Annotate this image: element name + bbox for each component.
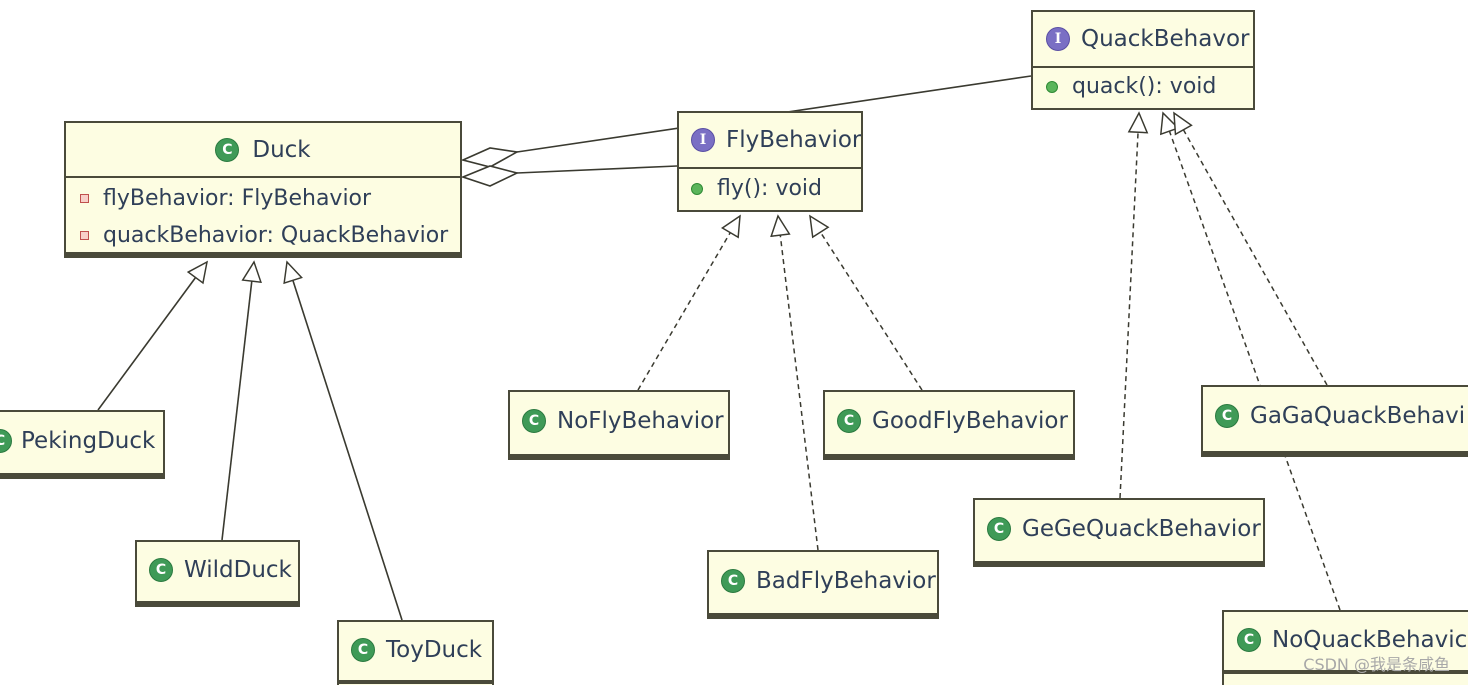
gaga-quack-behavior-header: C GaGaQuackBehavi: [1203, 387, 1468, 445]
good-fly-behavior-class[interactable]: C GoodFlyBehavior: [823, 390, 1075, 460]
bad-fly-behavior-header: C BadFlyBehavior: [709, 552, 937, 609]
fly-behavior-interface[interactable]: I FlyBehavior fly(): void: [677, 111, 863, 212]
fly-aggregation-diamond: [460, 165, 520, 187]
private-field-icon: [80, 231, 89, 240]
no-fly-behavior-name: NoFlyBehavior: [557, 408, 724, 434]
field-quack-behavior: quackBehavior: QuackBehavior: [103, 223, 449, 248]
public-method-icon: [1046, 81, 1058, 93]
duck-header: C Duck: [66, 123, 460, 176]
bad-fly-behavior-name: BadFlyBehavior: [756, 567, 936, 594]
method-quack: quack(): void: [1072, 74, 1217, 99]
divider: [679, 167, 861, 169]
toy-duck-class[interactable]: C ToyDuck: [337, 620, 494, 685]
interface-icon: I: [1046, 27, 1070, 51]
wild-duck-class[interactable]: C WildDuck: [135, 540, 300, 607]
good-fly-behavior-header: C GoodFlyBehavior: [825, 392, 1073, 450]
compartments: [510, 454, 728, 458]
method-row: quack(): void: [1046, 68, 1243, 106]
no-quack-behavior-header: C NoQuackBehavic: [1224, 612, 1468, 668]
compartments: [975, 561, 1263, 565]
interface-icon: I: [691, 128, 715, 152]
peking-duck-name: PekingDuck: [21, 428, 156, 454]
divider: [1033, 66, 1253, 68]
compartments: [825, 454, 1073, 458]
gaga-quack-realization-line: [1173, 111, 1328, 386]
no-fly-behavior-header: C NoFlyBehavior: [510, 392, 728, 450]
class-icon: C: [1215, 404, 1239, 428]
no-quack-behavior-class[interactable]: C NoQuackBehavic: [1222, 610, 1468, 685]
duck-class-name: Duck: [252, 136, 311, 163]
field-row: quackBehavior: QuackBehavior: [80, 217, 450, 254]
compartments: [137, 601, 298, 605]
compartments: [0, 473, 163, 477]
gaga-quack-behavior-name: GaGaQuackBehavi: [1250, 403, 1466, 429]
fly-behavior-name: FlyBehavior: [726, 127, 862, 153]
field-fly-behavior: flyBehavior: FlyBehavior: [103, 186, 372, 211]
peking-duck-class[interactable]: C PekingDuck: [0, 410, 165, 479]
toy-duck-header: C ToyDuck: [339, 622, 492, 678]
compartments: [1224, 670, 1468, 674]
peking-duck-inheritance-line: [97, 260, 209, 411]
compartments: [339, 680, 492, 684]
class-icon: C: [215, 137, 240, 162]
public-method-icon: [691, 183, 703, 195]
duck-class[interactable]: C Duck flyBehavior: FlyBehavior quackBeh…: [64, 121, 462, 258]
fly-behavior-header: I FlyBehavior: [679, 113, 861, 167]
divider: [66, 176, 460, 178]
quack-behavior-name: QuackBehavor: [1081, 26, 1250, 52]
bad-fly-realization-line: [770, 214, 819, 551]
wild-duck-inheritance-line: [221, 260, 262, 541]
class-icon: C: [721, 568, 745, 593]
class-icon: C: [987, 516, 1011, 541]
method-fly: fly(): void: [717, 176, 823, 201]
compartments: [709, 613, 937, 617]
class-icon: C: [837, 409, 861, 433]
good-fly-behavior-name: GoodFlyBehavior: [872, 408, 1068, 434]
class-icon: C: [0, 429, 12, 453]
quack-behavior-header: I QuackBehavor: [1033, 12, 1253, 66]
compartments: [1203, 451, 1468, 455]
no-fly-behavior-class[interactable]: C NoFlyBehavior: [508, 390, 730, 460]
gege-quack-behavior-class[interactable]: C GeGeQuackBehavior: [973, 498, 1265, 567]
quack-behavior-methods: quack(): void: [1033, 68, 1253, 106]
no-fly-realization-line: [637, 214, 741, 391]
toy-duck-inheritance-line: [283, 260, 403, 621]
no-quack-behavior-name: NoQuackBehavic: [1272, 627, 1468, 653]
toy-duck-name: ToyDuck: [386, 637, 483, 663]
class-icon: C: [149, 558, 173, 582]
fly-aggregation-line: [516, 165, 678, 174]
watermark: CSDN @我是条咸鱼: [1303, 655, 1450, 674]
gege-quack-realization-line: [1119, 111, 1149, 499]
method-row: fly(): void: [691, 169, 851, 209]
peking-duck-header: C PekingDuck: [0, 412, 163, 470]
bad-fly-behavior-class[interactable]: C BadFlyBehavior: [707, 550, 939, 619]
class-icon: C: [351, 638, 375, 662]
duck-fields: flyBehavior: FlyBehavior quackBehavior: …: [66, 178, 460, 256]
wild-duck-name: WildDuck: [184, 557, 292, 583]
wild-duck-header: C WildDuck: [137, 542, 298, 598]
gaga-quack-behavior-class[interactable]: C GaGaQuackBehavi: [1201, 385, 1468, 457]
gege-quack-behavior-header: C GeGeQuackBehavior: [975, 500, 1263, 557]
quack-aggregation-diamond: [460, 147, 520, 168]
fly-behavior-methods: fly(): void: [679, 169, 861, 209]
class-icon: C: [522, 409, 546, 433]
quack-behavior-interface[interactable]: I QuackBehavor quack(): void: [1031, 10, 1255, 110]
class-icon: C: [1237, 628, 1261, 652]
gege-quack-behavior-name: GeGeQuackBehavior: [1022, 515, 1261, 542]
methods-compartment: [66, 252, 460, 256]
private-field-icon: [80, 194, 89, 203]
good-fly-realization-line: [809, 214, 923, 391]
field-row: flyBehavior: FlyBehavior: [80, 180, 450, 217]
